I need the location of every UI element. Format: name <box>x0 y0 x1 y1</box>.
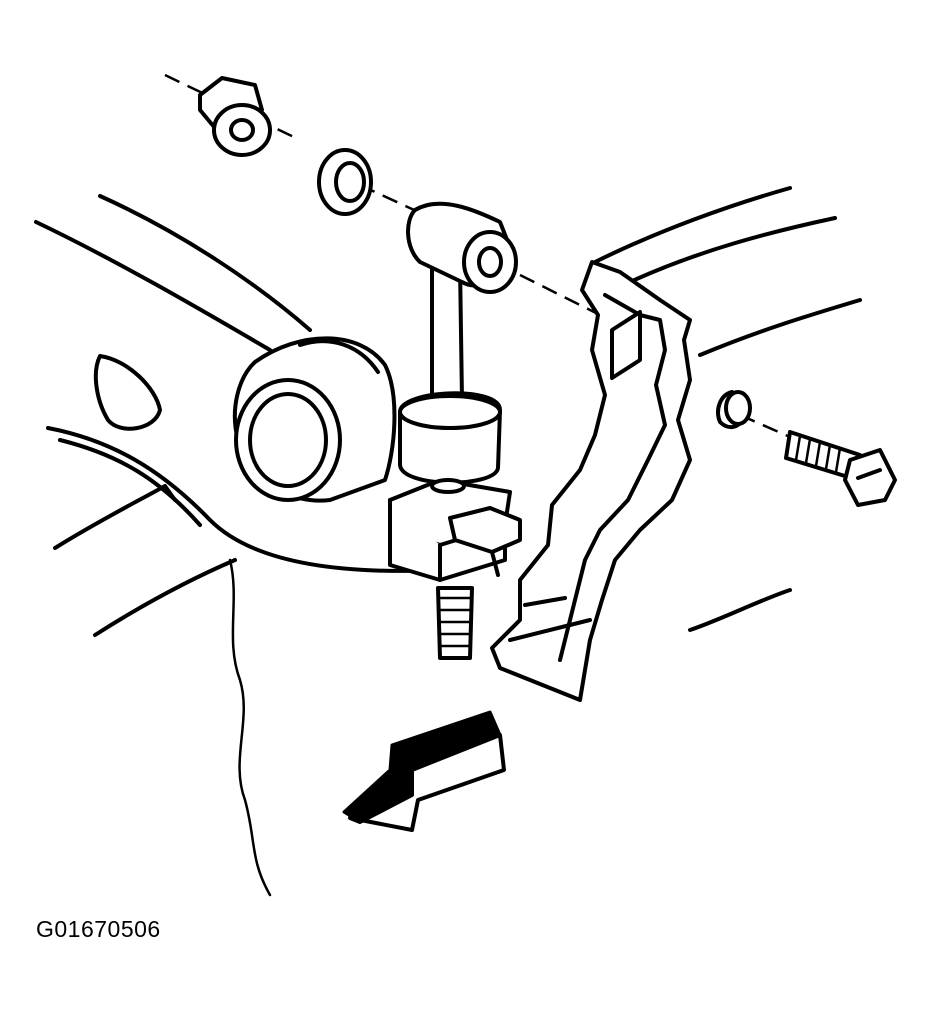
bolt-icon <box>784 430 897 507</box>
frame-bracket-icon <box>490 186 862 702</box>
bushing-icon <box>398 391 502 494</box>
stabilizer-link-icon <box>406 201 518 402</box>
retainer-icon <box>716 390 752 429</box>
installation-axis <box>164 73 791 439</box>
figure-id-label: G01670506 <box>36 916 161 942</box>
nut-icon <box>198 76 272 157</box>
control-arm-icon <box>34 194 512 897</box>
direction-arrow-icon <box>342 710 506 832</box>
clip-icon <box>448 506 522 577</box>
washer-icon <box>317 148 373 216</box>
